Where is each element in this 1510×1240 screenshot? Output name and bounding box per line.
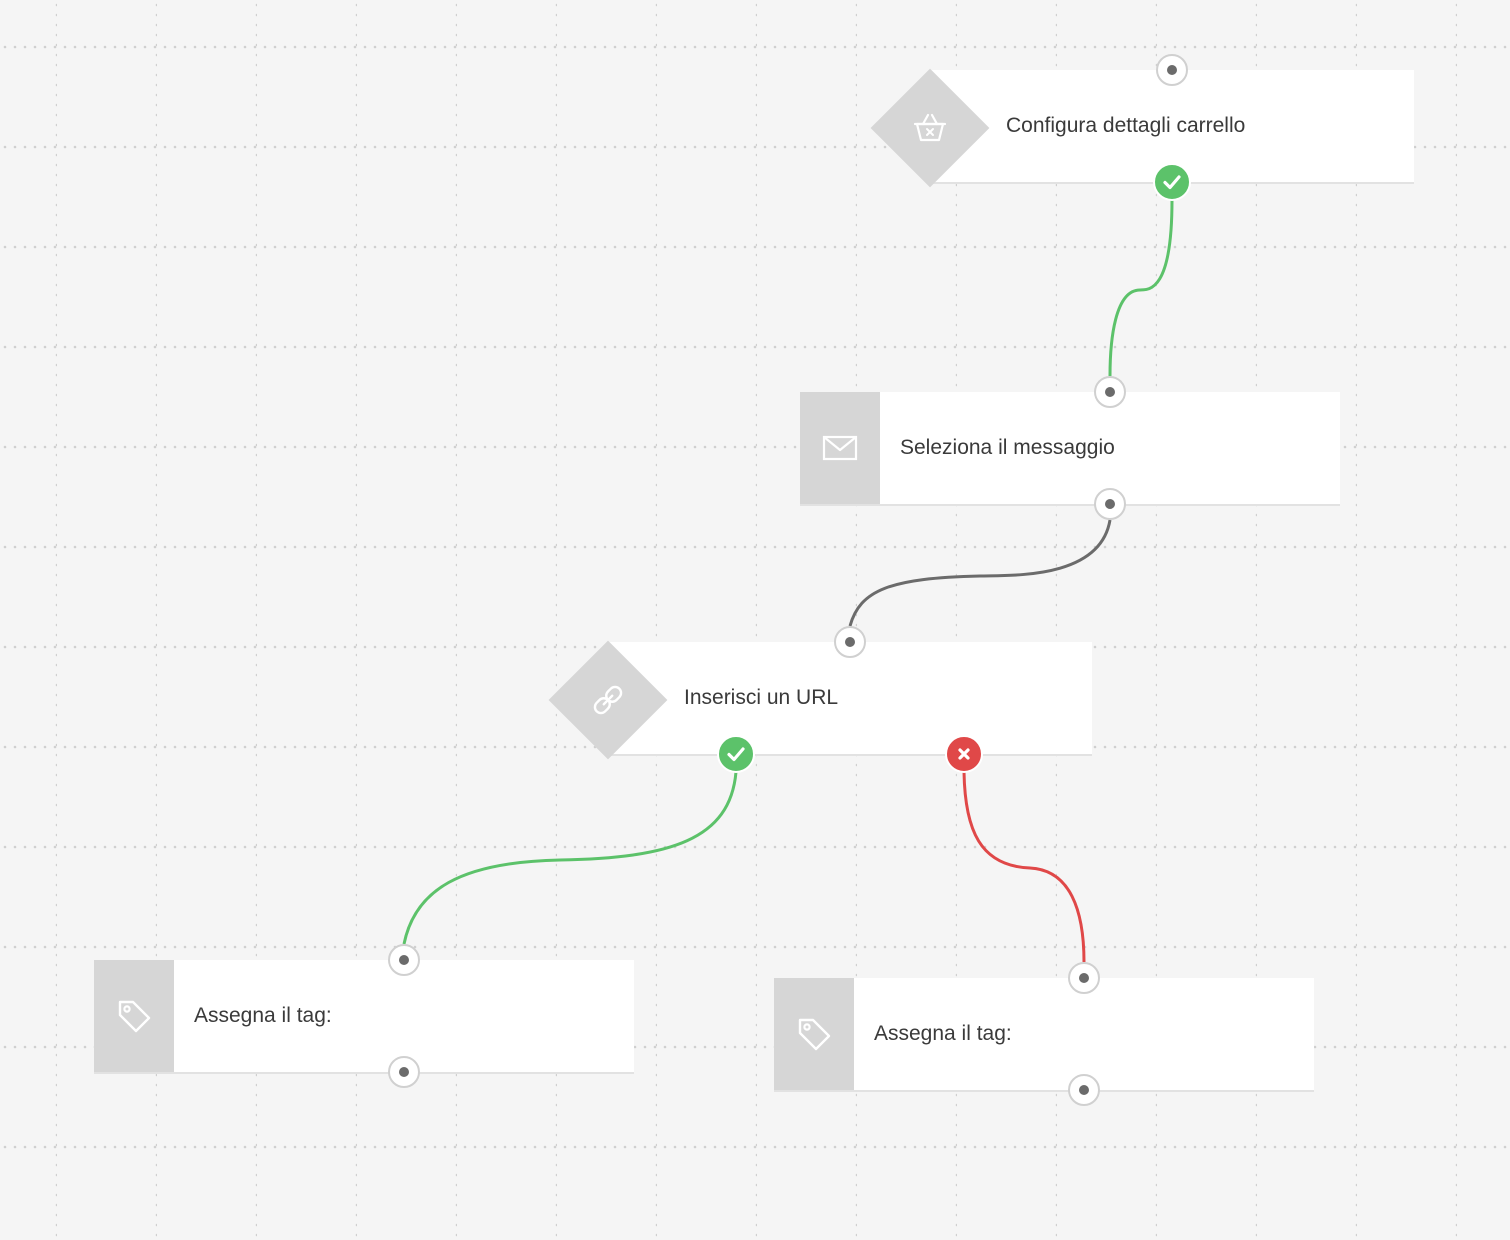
link-icon bbox=[588, 680, 628, 720]
check-icon bbox=[1163, 175, 1181, 190]
block-assign-tag-right[interactable]: Assegna il tag: bbox=[774, 978, 1314, 1092]
block-insert-url[interactable]: Inserisci un URL bbox=[608, 642, 1092, 756]
tag-icon-box bbox=[774, 978, 854, 1090]
block-label: Assegna il tag: bbox=[874, 1022, 1012, 1045]
envelope-icon bbox=[822, 435, 858, 461]
connector-url-to-tag-left[interactable] bbox=[402, 771, 738, 945]
block-assign-tag-left[interactable]: Assegna il tag: bbox=[94, 960, 634, 1074]
message-input-port[interactable] bbox=[1094, 376, 1126, 408]
tag-icon bbox=[798, 1018, 831, 1051]
basket-icon bbox=[910, 108, 950, 148]
tag-right-input-port[interactable] bbox=[1068, 962, 1100, 994]
url-success-output[interactable] bbox=[717, 735, 755, 773]
cart-success-output[interactable] bbox=[1153, 163, 1191, 201]
connector-url-to-tag-right[interactable] bbox=[962, 771, 1086, 963]
tag-icon bbox=[118, 1000, 151, 1033]
url-failure-output[interactable] bbox=[945, 735, 983, 773]
tag-left-input-port[interactable] bbox=[388, 944, 420, 976]
tag-right-output-port[interactable] bbox=[1068, 1074, 1100, 1106]
url-input-port[interactable] bbox=[834, 626, 866, 658]
block-select-message[interactable]: Seleziona il messaggio bbox=[800, 392, 1340, 506]
check-icon bbox=[727, 747, 745, 762]
tag-left-output-port[interactable] bbox=[388, 1056, 420, 1088]
block-label: Seleziona il messaggio bbox=[900, 436, 1115, 459]
block-label: Inserisci un URL bbox=[684, 686, 839, 709]
connector-message-to-url[interactable] bbox=[848, 519, 1112, 627]
connector-cart-to-message[interactable] bbox=[1108, 199, 1174, 377]
block-label: Configura dettagli carrello bbox=[1006, 114, 1246, 137]
message-icon-box bbox=[800, 392, 880, 504]
block-label: Assegna il tag: bbox=[194, 1004, 332, 1027]
cart-input-port[interactable] bbox=[1156, 54, 1188, 86]
close-icon bbox=[958, 748, 970, 760]
tag-icon-box bbox=[94, 960, 174, 1072]
message-output-port[interactable] bbox=[1094, 488, 1126, 520]
